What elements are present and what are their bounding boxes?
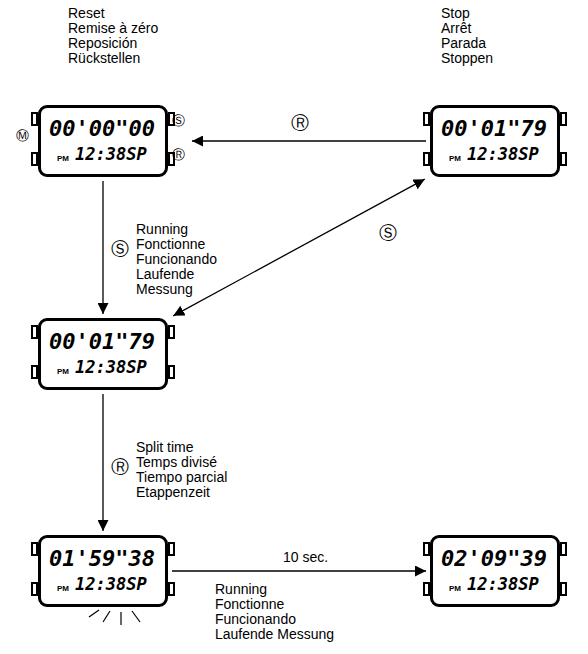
clock-time: 12:38SP: [75, 574, 147, 594]
case-lug: [31, 152, 38, 166]
heading-line: Remise à zéro: [68, 21, 158, 36]
case-lug: [423, 582, 430, 596]
pm-indicator: PM: [57, 154, 69, 164]
clock-time: 12:38SP: [75, 357, 147, 377]
state-label: Etappenzeit: [136, 485, 248, 500]
button-label: Ⓡ: [110, 456, 130, 478]
pm-indicator: PM: [449, 584, 461, 594]
watch-display: ResetRemise à zéroReposiciónRückstellen0…: [38, 105, 168, 177]
state-label: Tiempo parcial: [136, 470, 248, 485]
stopwatch-digits: 00'01"79: [49, 327, 155, 357]
pm-indicator: PM: [57, 584, 69, 594]
heading-line: Stop: [441, 6, 493, 21]
state-label: Laufende Messung: [215, 627, 345, 642]
lcd-line: 00'01"79: [49, 327, 157, 357]
stopwatch-digits: 00'00"00: [49, 114, 155, 144]
button-label: Ⓡ: [290, 112, 310, 134]
time-row: PM 12:38SP: [441, 144, 549, 164]
flash-ray: [120, 612, 121, 625]
heading-line: Rückstellen: [68, 51, 158, 66]
clock-time: 12:38SP: [75, 144, 147, 164]
state-label: Funcionando: [136, 252, 224, 267]
state-label: Running: [136, 222, 224, 237]
state-label: Fonctionne: [136, 237, 224, 252]
state-label: Temps divisé: [136, 455, 248, 470]
watch-display: 01'59"38PM 12:38SP: [38, 535, 168, 607]
case-lug: [31, 365, 38, 379]
clock-time: 12:38SP: [467, 144, 539, 164]
pm-indicator: PM: [449, 154, 461, 164]
heading-line: Arrêt: [441, 21, 493, 36]
mode-heading: StopArrêtParadaStoppen: [441, 6, 493, 66]
mode-heading: ResetRemise à zéroReposiciónRückstellen: [68, 6, 158, 66]
button-mark: Ⓢ: [172, 113, 185, 129]
heading-line: Parada: [441, 36, 493, 51]
state-label: Laufende Messung: [136, 267, 224, 297]
case-lug: [560, 152, 567, 166]
heading-line: Reset: [68, 6, 158, 21]
case-lug: [560, 582, 567, 596]
transition-arrow: [102, 394, 103, 531]
case-lug: [423, 112, 430, 126]
case-lug: [168, 325, 175, 339]
button-mark: Ⓡ: [172, 147, 185, 163]
watch-display: 00'01"79PM 12:38SP: [38, 318, 168, 390]
lcd-line: 02'09"39: [441, 544, 549, 574]
button-label: Ⓢ: [110, 238, 130, 260]
time-row: PM 12:38SP: [49, 357, 157, 377]
lcd-line: 01'59"38: [49, 544, 157, 574]
case-lug: [168, 365, 175, 379]
time-row: PM 12:38SP: [441, 574, 549, 594]
transition-arrow: [173, 179, 424, 316]
watch-display: 02'09"39PM 12:38SP: [430, 535, 560, 607]
heading-line: Stoppen: [441, 51, 493, 66]
case-lug: [168, 582, 175, 596]
clock-time: 12:38SP: [467, 574, 539, 594]
label-group: RunningFonctionneFuncionandoLaufende Mes…: [136, 222, 224, 297]
transition-arrow: [192, 140, 426, 141]
case-lug: [168, 542, 175, 556]
flash-ray: [89, 610, 99, 617]
state-label: Funcionando: [215, 612, 345, 627]
state-label: Fonctionne: [215, 597, 345, 612]
flash-ray: [103, 611, 110, 622]
flash-ray: [132, 611, 140, 622]
case-lug: [31, 542, 38, 556]
stopwatch-digits: 00'01"79: [441, 114, 547, 144]
case-lug: [31, 325, 38, 339]
watch-display: StopArrêtParadaStoppen00'01"79PM12:38SP: [430, 105, 560, 177]
case-lug: [423, 542, 430, 556]
lcd-line: 00'01"79: [441, 114, 549, 144]
lcd-line: 00'00"00: [49, 114, 157, 144]
case-lug: [31, 582, 38, 596]
button-mark: Ⓜ: [16, 128, 29, 144]
stopwatch-digits: 02'09"39: [441, 544, 547, 574]
button-label: 10 sec.: [282, 549, 329, 565]
state-label: Split time: [136, 440, 248, 455]
transition-arrow: [172, 570, 426, 571]
case-lug: [423, 152, 430, 166]
stopwatch-digits: 01'59"38: [49, 544, 155, 574]
transition-arrow: [102, 181, 103, 314]
state-label: Running: [215, 582, 345, 597]
label-group: Split timeTemps diviséTiempo parcialEtap…: [136, 440, 248, 500]
heading-line: Reposición: [68, 36, 158, 51]
case-lug: [31, 112, 38, 126]
case-lug: [560, 112, 567, 126]
time-row: PM 12:38SP: [49, 574, 157, 594]
pm-indicator: PM: [57, 367, 69, 377]
time-row: PM 12:38SP: [49, 144, 157, 164]
label-group: RunningFonctionneFuncionandoLaufende Mes…: [215, 582, 345, 642]
button-label: Ⓢ: [378, 222, 398, 244]
case-lug: [560, 542, 567, 556]
